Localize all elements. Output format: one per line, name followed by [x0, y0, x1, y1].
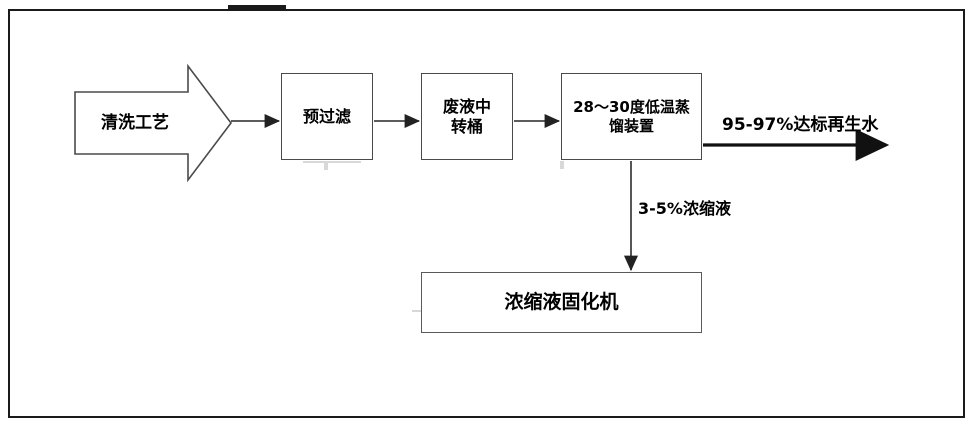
- node-label-prefilter: 预过滤: [302, 106, 351, 126]
- node-label-line: 28～30度低温蒸: [573, 97, 690, 116]
- edge-label-concentrate: 3-5%浓缩液: [638, 199, 731, 218]
- scan-artifact: [324, 162, 328, 170]
- scan-artifact: [560, 161, 564, 169]
- node-label-line: 馏装置: [608, 116, 654, 135]
- node-distiller[interactable]: 28～30度低温蒸 馏装置: [561, 73, 702, 160]
- node-label-line: 转桶: [450, 116, 483, 136]
- scan-artifact: [303, 161, 361, 163]
- node-label-distiller: 28～30度低温蒸 馏装置: [573, 98, 690, 136]
- node-solidifier[interactable]: 浓缩液固化机: [421, 272, 702, 333]
- cleaning-process-arrow-shape: [74, 63, 233, 183]
- frame-top-accent: [228, 5, 286, 9]
- node-label-line: 废液中: [442, 96, 491, 116]
- edge-label-recycled-water: 95-97%达标再生水: [722, 115, 879, 135]
- scan-artifact: [412, 310, 426, 312]
- node-label-waste-drum: 废液中 转桶: [443, 97, 491, 137]
- node-waste-drum[interactable]: 废液中 转桶: [421, 73, 513, 160]
- node-label-solidifier: 浓缩液固化机: [504, 290, 619, 313]
- node-label-cleaning-process: 清洗工艺: [101, 112, 169, 133]
- node-prefilter[interactable]: 预过滤: [281, 73, 373, 160]
